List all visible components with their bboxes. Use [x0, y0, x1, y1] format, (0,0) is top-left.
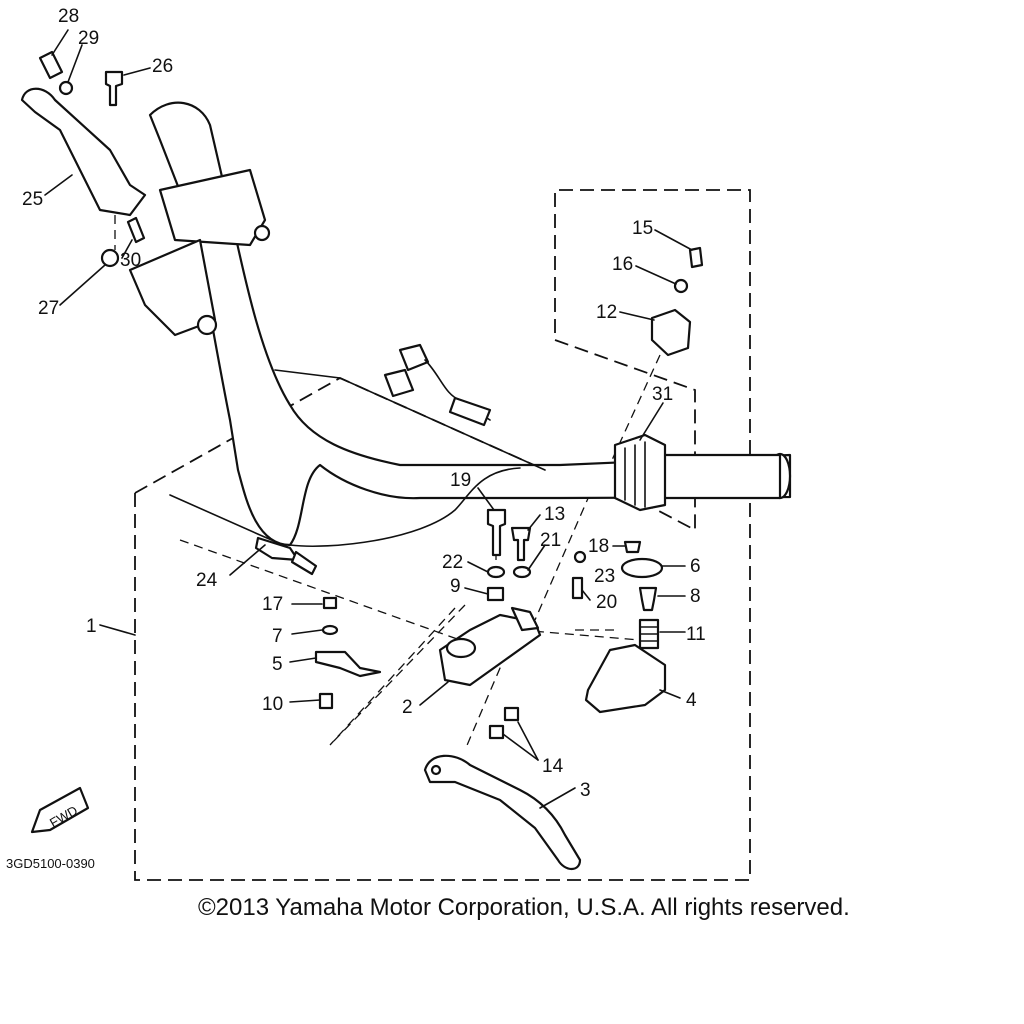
pin-20: [571, 576, 584, 600]
cable-24-fitting: [254, 536, 300, 562]
callout-13: 13: [544, 504, 565, 525]
left-lever-bracket: [128, 238, 217, 337]
bracket-knob: [196, 314, 218, 336]
callout-17: 17: [262, 594, 283, 615]
wire-connector-a: [398, 343, 430, 372]
callout-14: 14: [542, 756, 564, 777]
switch-31-ribs: [624, 441, 646, 508]
holder-2-tab: [510, 606, 540, 632]
callout-31: 31: [652, 384, 673, 405]
bolt-26: [104, 70, 124, 107]
leader-5-to-2: [329, 604, 466, 746]
lever-3: [423, 754, 582, 871]
spring-10: [318, 692, 334, 710]
washer-22: [486, 565, 506, 579]
callout-23: 23: [594, 566, 615, 587]
callout-5: 5: [272, 654, 283, 675]
callout-10: 10: [262, 694, 283, 715]
plate-5: [314, 650, 382, 678]
callout-2: 2: [402, 697, 413, 718]
callout-3: 3: [580, 780, 591, 801]
lever-3-pivot: [430, 764, 442, 776]
nut-14a: [503, 706, 520, 722]
callout-8: 8: [690, 586, 701, 607]
callout-18: 18: [588, 536, 609, 557]
holder-2-cap: [445, 637, 477, 659]
cover-6: [620, 557, 664, 579]
bolt-13: [510, 526, 532, 562]
washer-29: [58, 80, 74, 96]
callout-25: 25: [22, 189, 43, 210]
copyright-notice: ©2013 Yamaha Motor Corporation, U.S.A. A…: [198, 894, 850, 921]
wire-sleeve: [448, 396, 492, 427]
screw-18: [623, 540, 642, 554]
callout-9: 9: [450, 576, 461, 597]
washer-21: [512, 565, 532, 579]
leader-2-to-10: [329, 607, 456, 746]
cable-24: [169, 494, 291, 549]
callout-28: 28: [58, 6, 79, 27]
switch-31-body: [613, 433, 667, 512]
callout-4: 4: [686, 690, 697, 711]
leader-31-to-2: [534, 479, 597, 621]
handlebar-bend: [289, 467, 521, 548]
callout-21: 21: [540, 530, 561, 551]
callout-30: 30: [120, 250, 141, 271]
spring-11-coils: [639, 626, 659, 642]
housing-knob: [253, 224, 271, 242]
leader-2-to-4: [519, 629, 641, 641]
cable-24-end: [290, 550, 318, 576]
washer-7: [321, 624, 339, 636]
washer-16: [673, 278, 689, 294]
handlebar-crossbar: [274, 369, 546, 471]
callout-22: 22: [442, 552, 463, 573]
fwd-arrow-icon: [30, 786, 90, 834]
callout-20: 20: [596, 592, 617, 613]
screw-17: [322, 596, 338, 610]
part-code: 3GD5100-0390: [6, 856, 95, 871]
callout-15: 15: [632, 218, 653, 239]
screw-15: [688, 246, 704, 269]
callout-6: 6: [690, 556, 701, 577]
callout-26: 26: [152, 56, 173, 77]
callout-12: 12: [596, 302, 617, 323]
callout-1: 1: [86, 616, 97, 637]
handlebar-tube: [148, 101, 792, 547]
callout-27: 27: [38, 298, 59, 319]
handlebar: [128, 101, 792, 548]
bolt-19: [486, 508, 507, 557]
plunger-8: [638, 586, 658, 612]
spring-30: [126, 216, 146, 244]
callout-24: 24: [196, 570, 218, 591]
callout-16: 16: [612, 254, 633, 275]
nut-14b: [488, 724, 505, 740]
lever-25: [20, 87, 147, 217]
callout-19: 19: [450, 470, 471, 491]
left-lever-group: [20, 50, 147, 268]
right-switch-group: [613, 246, 704, 512]
ball-23: [573, 550, 587, 564]
callout-11: 11: [686, 624, 706, 645]
wire-connector-b: [383, 368, 415, 398]
bolt-28: [38, 50, 64, 80]
callout-labels: 28 29 26 25 30 27 15 16 12 31 19 13 21 2…: [22, 6, 706, 801]
lower-assembly-parts: [30, 494, 667, 871]
right-grip: [658, 453, 782, 500]
leader-24-to-2: [179, 539, 461, 641]
nut-9: [486, 586, 505, 602]
housing-4: [584, 643, 667, 714]
clamp-12: [650, 308, 692, 357]
nut-27: [100, 248, 120, 268]
callout-29: 29: [78, 28, 99, 49]
callout-leaders: [44, 29, 693, 809]
callout-7: 7: [272, 626, 283, 647]
holder-2: [438, 613, 542, 687]
